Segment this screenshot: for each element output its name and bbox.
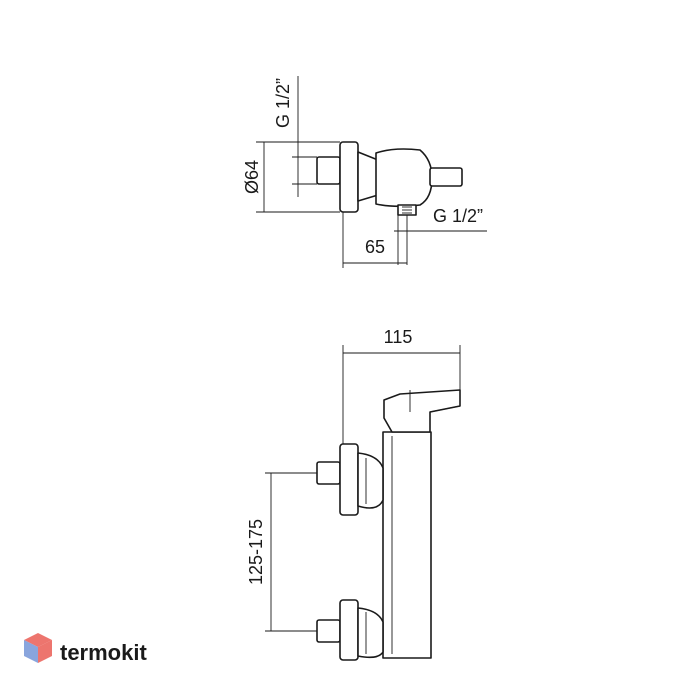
depth-label: 65	[365, 237, 385, 257]
cube-left	[24, 640, 38, 663]
outlet-thread-dimension: G 1/2”	[394, 206, 487, 265]
front-view-mixer-body	[382, 389, 461, 659]
center-distance-dimension: 125-175	[246, 472, 317, 632]
width-dimension: 115	[342, 327, 461, 445]
top-view-mixer-body	[316, 141, 463, 216]
width-label: 115	[384, 327, 413, 347]
termokit-logo: termokit	[24, 633, 147, 665]
lower-connection	[316, 599, 384, 661]
cube-right	[38, 640, 52, 663]
front-view: 115 125-175	[246, 327, 461, 661]
inlet-thread-label: G 1/2”	[273, 78, 293, 128]
brand-name: termokit	[60, 640, 147, 665]
top-view: Ø64 G 1/2” G 1/2” 65	[242, 76, 487, 268]
outlet-thread-label: G 1/2”	[433, 206, 483, 226]
inlet-thread-dimension: G 1/2”	[273, 76, 317, 197]
cube-logo-icon	[24, 633, 52, 663]
depth-dimension: 65	[342, 212, 407, 268]
diameter-label: Ø64	[242, 160, 262, 194]
center-distance-label: 125-175	[246, 519, 266, 585]
upper-connection	[316, 443, 384, 516]
